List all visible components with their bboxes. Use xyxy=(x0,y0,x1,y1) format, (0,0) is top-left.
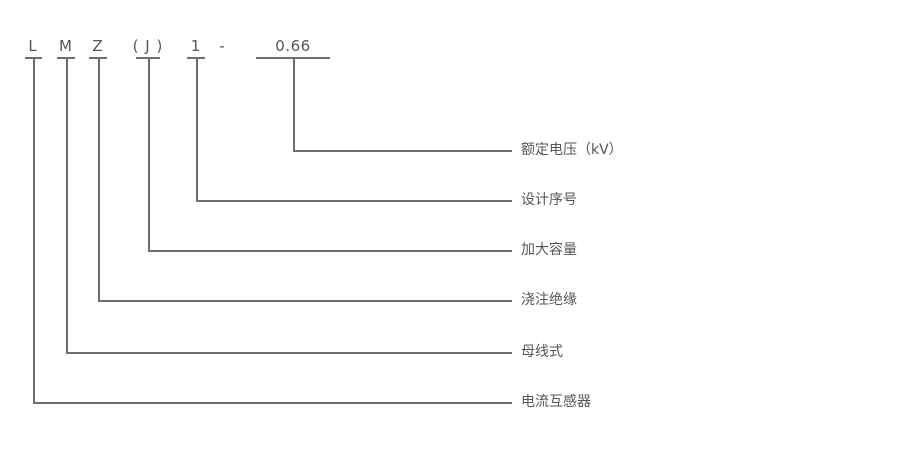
connector-horizontal-line xyxy=(66,352,512,354)
code-underline xyxy=(256,57,330,59)
connector-vertical-line xyxy=(196,59,198,200)
connector-vertical-line xyxy=(148,59,150,250)
code-char: 0.66 xyxy=(275,37,311,55)
connector-vertical-line xyxy=(293,59,295,150)
code-separator-dash: - xyxy=(219,37,225,55)
code-char: M xyxy=(59,37,73,55)
connector-horizontal-line xyxy=(293,150,512,152)
connector-vertical-line xyxy=(66,59,68,352)
connector-horizontal-line xyxy=(148,250,512,252)
connector-horizontal-line xyxy=(98,300,512,302)
connector-vertical-line xyxy=(33,59,35,402)
connector-horizontal-line xyxy=(196,200,512,202)
code-char: L xyxy=(28,37,38,55)
code-meaning-label: 电流互感器 xyxy=(521,394,591,410)
connector-horizontal-line xyxy=(33,402,512,404)
code-underline xyxy=(187,57,205,59)
code-meaning-label: 加大容量 xyxy=(521,242,577,258)
code-underline xyxy=(57,57,75,59)
code-underline xyxy=(136,57,160,59)
code-char: ( J ) xyxy=(132,37,164,55)
code-underline xyxy=(24,57,42,59)
connector-vertical-line xyxy=(98,59,100,300)
code-meaning-label: 设计序号 xyxy=(521,192,577,208)
code-char: 1 xyxy=(190,37,202,55)
code-meaning-label: 浇注绝缘 xyxy=(521,292,577,308)
code-meaning-label: 额定电压（kV） xyxy=(521,142,623,158)
code-char: Z xyxy=(92,37,104,55)
code-underline xyxy=(89,57,107,59)
code-meaning-label: 母线式 xyxy=(521,344,563,360)
